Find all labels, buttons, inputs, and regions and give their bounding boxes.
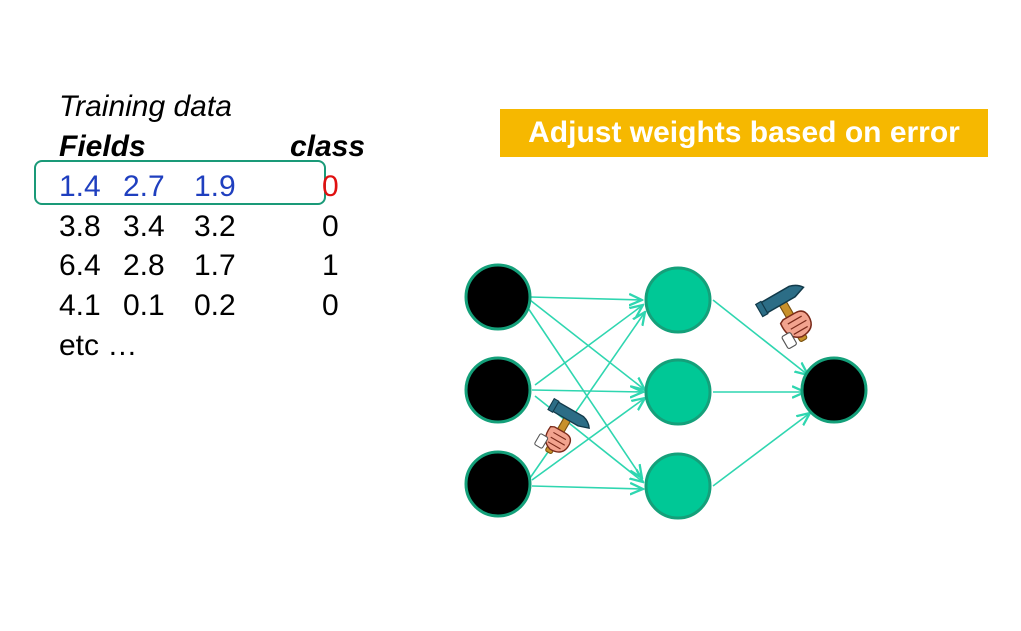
row-2-field-3: 1.7: [194, 249, 236, 282]
row-0-class: 0: [322, 170, 339, 203]
row-2-field-2: 2.8: [123, 249, 165, 282]
row-0-field-1: 1.4: [59, 170, 101, 203]
output-node: [800, 356, 868, 424]
class-header: class: [290, 130, 366, 163]
row-3-field-1: 4.1: [59, 289, 101, 322]
row-2-class: 1: [322, 249, 339, 282]
row-1-field-2: 3.4: [123, 210, 165, 243]
highlighted-row-box: [34, 160, 326, 205]
row-1-field-1: 3.8: [59, 210, 101, 243]
input-node-2: [464, 356, 532, 424]
edge-i1-h3: [527, 307, 642, 478]
hammer-icon: [528, 397, 594, 465]
hidden-node-1: [644, 266, 712, 334]
row-0-field-3: 1.9: [194, 170, 236, 203]
row-0-field-2: 2.7: [123, 170, 165, 203]
edge-i2-h1: [534, 305, 643, 386]
edge-i1-h2: [529, 299, 645, 390]
edge-i3-h3: [531, 486, 643, 489]
edge-i1-h1: [529, 297, 642, 300]
fields-header: Fields: [59, 130, 146, 163]
hidden-node-2: [644, 358, 712, 426]
etc-label: etc …: [59, 329, 138, 362]
adjust-weights-banner: Adjust weights based on error: [500, 109, 988, 157]
row-3-class: 0: [322, 289, 339, 322]
row-1-field-3: 3.2: [194, 210, 236, 243]
row-3-field-3: 0.2: [194, 289, 236, 322]
edge-h1-o: [712, 299, 808, 375]
hidden-node-3: [644, 452, 712, 520]
edge-i2-h2: [531, 390, 643, 392]
row-2-field-1: 6.4: [59, 249, 101, 282]
row-3-field-2: 0.1: [123, 289, 165, 322]
input-node-1: [464, 263, 532, 331]
training-data-title: Training data: [59, 90, 232, 123]
input-node-3: [464, 450, 532, 518]
row-1-class: 0: [322, 210, 339, 243]
edge-i3-h2: [531, 398, 645, 481]
edge-h3-o: [712, 413, 810, 487]
